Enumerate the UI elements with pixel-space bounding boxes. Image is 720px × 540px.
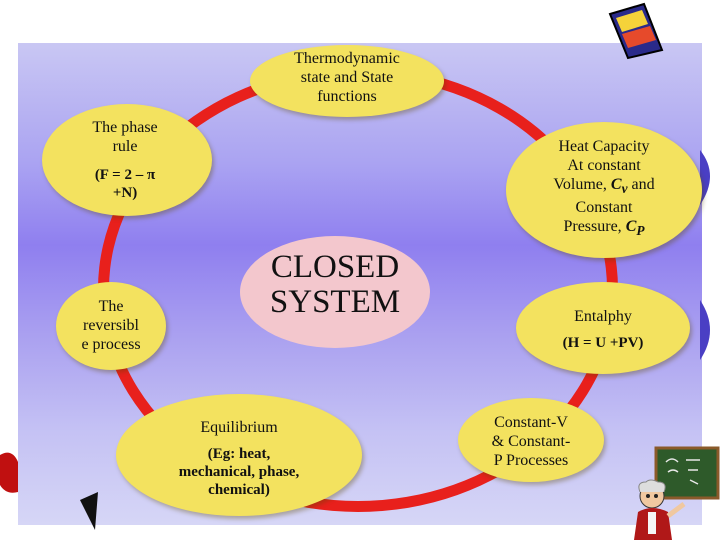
node-line: At constant [567, 157, 641, 175]
equilibrium-detail: chemical) [208, 482, 270, 499]
node-line: The [98, 298, 124, 315]
node-line: Thermodynamic [294, 50, 400, 67]
node-line: Constant-V [494, 414, 568, 431]
node-phase-rule-bubble [42, 104, 212, 216]
enthalpy-formula: (H = U +PV) [562, 335, 644, 352]
node-line: e process [81, 336, 141, 354]
heat-and-label: and [631, 176, 655, 194]
heat-line4: Constant [575, 198, 633, 216]
node-constant-processes-bubble [458, 398, 604, 482]
equilibrium-title: Equilibrium [200, 419, 278, 436]
node-line: & Constant- [491, 433, 571, 451]
node-phase-rule: The phase rule (F = 2 – π +N) [60, 118, 190, 202]
node-enthalpy-bubble [516, 282, 690, 374]
node-line: rule [112, 138, 138, 156]
cv-symbol: C [610, 176, 622, 194]
node-line: P Processes [493, 452, 569, 470]
node-heat-capacity: Heat Capacity At constant Volume, Cv and… [506, 137, 702, 239]
node-thermodynamic-state-bubble [250, 45, 444, 117]
professor-chalkboard-icon [634, 446, 720, 540]
node-line: reversibl [83, 317, 139, 335]
enthalpy-title: Entalphy [574, 308, 632, 325]
heat-line5: Pressure, CP [506, 217, 702, 239]
cv-subscript: v [621, 181, 628, 197]
node-heat-capacity-bubble [506, 122, 702, 258]
node-line: functions [317, 88, 377, 106]
node-line: Heat Capacity [558, 138, 650, 155]
node-line: state and State [300, 69, 394, 87]
cp-symbol: C [625, 217, 637, 235]
node-enthalpy: Entalphy (H = U +PV) [516, 307, 690, 352]
center-title: CLOSED SYSTEM [240, 250, 430, 319]
node-equilibrium: Equilibrium (Eg: heat, mechanical, phase… [116, 418, 362, 499]
node-equilibrium-bubble [116, 394, 362, 516]
node-thermodynamic-state: Thermodynamic state and State functions [250, 49, 444, 107]
heat-line3: Volume, Cv and [506, 175, 702, 197]
heat-pressure-label: Pressure, [563, 217, 622, 235]
heat-volume-label: Volume, [553, 176, 607, 194]
equilibrium-detail: (Eg: heat, [207, 446, 271, 463]
cp-subscript: P [636, 222, 645, 238]
pencil-icon [608, 2, 664, 60]
node-constant-processes: Constant-V & Constant- P Processes [458, 413, 604, 471]
center-title-line2: SYSTEM [269, 283, 401, 320]
center-title-line1: CLOSED [270, 249, 400, 285]
node-line: The phase [92, 119, 158, 136]
node-reversible-bubble [56, 282, 166, 370]
node-reversible: The reversibl e process [56, 297, 166, 355]
equilibrium-detail: mechanical, phase, [178, 464, 300, 481]
phase-formula-line1: (F = 2 – π [94, 167, 156, 184]
center-ellipse [240, 236, 430, 348]
phase-formula-line2: +N) [112, 185, 138, 202]
